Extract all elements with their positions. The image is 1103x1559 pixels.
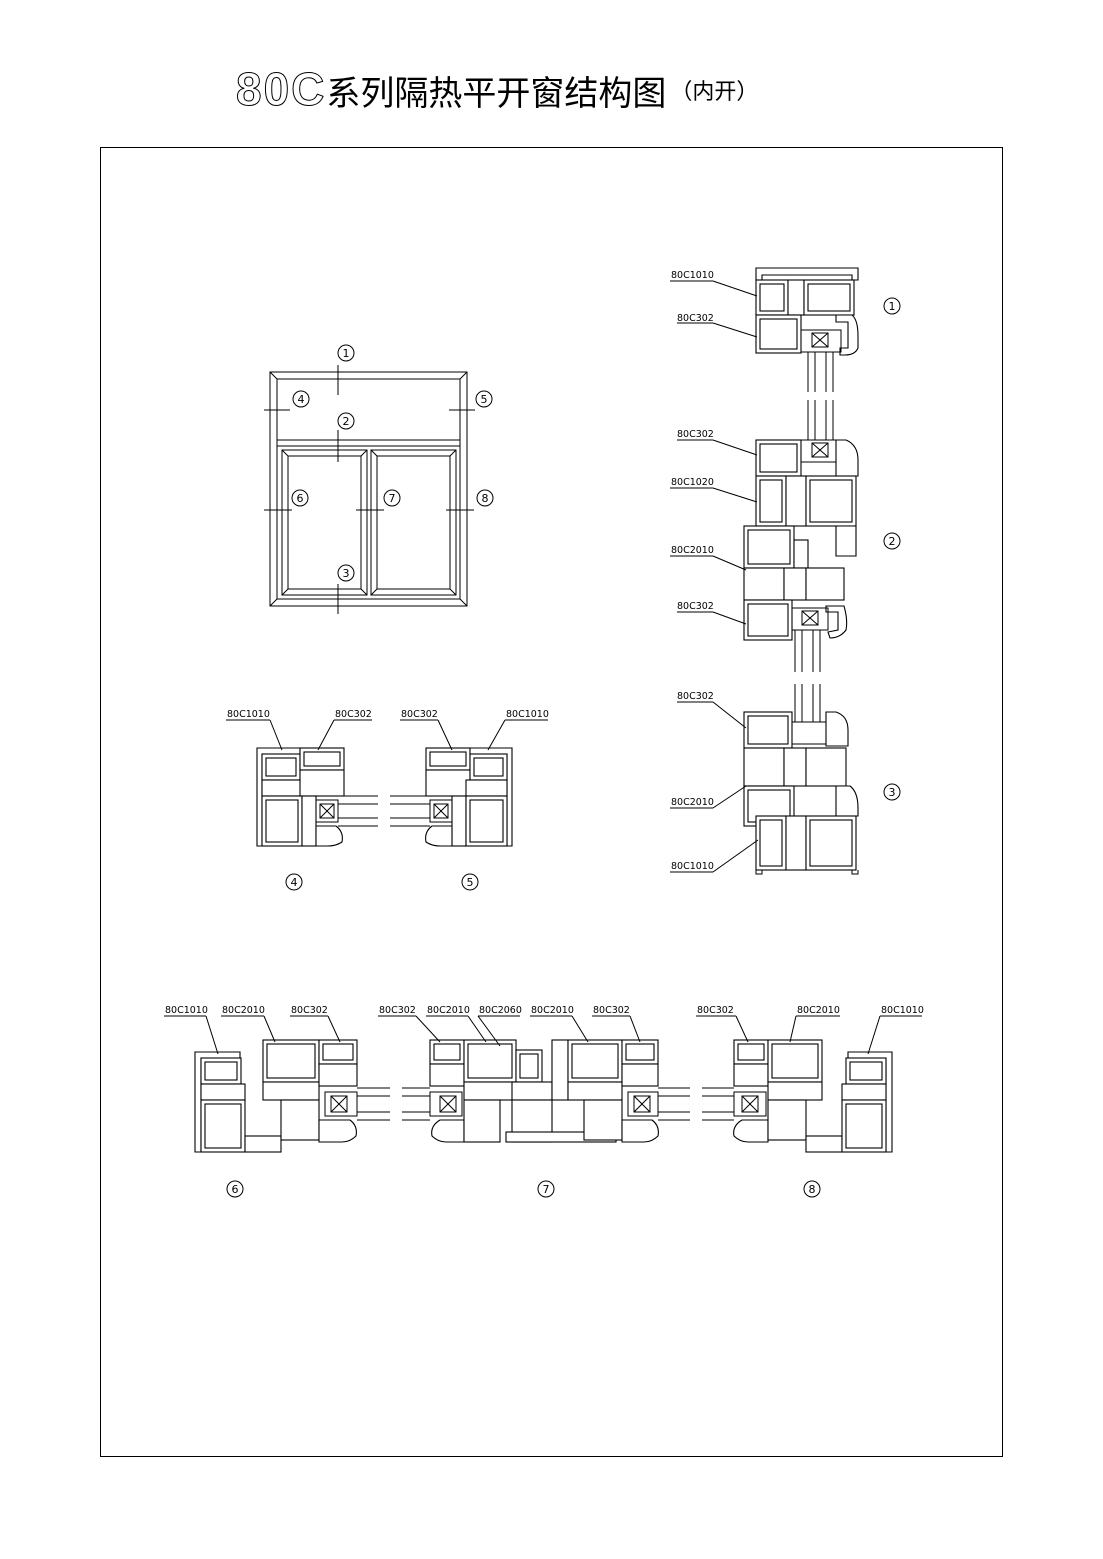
callout-number: 6 xyxy=(297,492,304,505)
part-label: 80C1010 xyxy=(671,270,714,281)
callout-number: 2 xyxy=(889,535,896,548)
part-label: 80C2010 xyxy=(427,1005,470,1016)
part-label: 80C1020 xyxy=(671,477,714,488)
leader-lines xyxy=(164,280,922,1055)
drawing-border-frame xyxy=(100,147,1003,1457)
callout-number: 7 xyxy=(543,1183,550,1196)
callout-number: 7 xyxy=(389,492,396,505)
section-4-left-jamb xyxy=(256,747,378,847)
callout-circle-1 xyxy=(883,297,901,315)
part-label: 80C302 xyxy=(677,691,714,702)
part-label: 80C2010 xyxy=(222,1005,265,1016)
callout-circle-8 xyxy=(476,489,494,507)
callout-circle-3 xyxy=(337,564,355,582)
callout-number: 4 xyxy=(298,393,305,406)
part-label: 80C2010 xyxy=(671,545,714,556)
callout-circle-8 xyxy=(803,1180,821,1198)
callout-circle-1 xyxy=(337,344,355,362)
callout-number: 5 xyxy=(467,876,474,889)
section-7-mullion xyxy=(402,1039,690,1143)
callout-number: 8 xyxy=(809,1183,816,1196)
title-main-text: 系列隔热平开窗结构图 xyxy=(326,74,667,114)
part-label: 80C2010 xyxy=(797,1005,840,1016)
callout-circle-6 xyxy=(291,489,309,507)
section-callouts: 1 4 5 2 6 7 8 3 1 2 3 4 5 6 7 8 xyxy=(226,297,901,1198)
callout-number: 8 xyxy=(482,492,489,505)
section-3-sill xyxy=(743,684,859,875)
part-labels: 80C1010 80C302 80C302 80C1020 80C2010 80… xyxy=(165,270,924,1016)
section-5-right-jamb xyxy=(390,747,513,847)
callout-circle-7 xyxy=(537,1180,555,1198)
callout-circle-2 xyxy=(337,412,355,430)
callout-number: 1 xyxy=(343,347,350,360)
part-label: 80C1010 xyxy=(881,1005,924,1016)
callout-circle-6 xyxy=(226,1180,244,1198)
part-label: 80C302 xyxy=(291,1005,328,1016)
part-label: 80C302 xyxy=(379,1005,416,1016)
callout-circle-3 xyxy=(883,783,901,801)
callout-circle-4 xyxy=(292,390,310,408)
drawing-title: 80C系列隔热平开窗结构图（内开） xyxy=(235,62,759,122)
part-label: 80C302 xyxy=(677,313,714,324)
part-label: 80C302 xyxy=(697,1005,734,1016)
callout-number: 2 xyxy=(343,415,350,428)
callout-circle-5 xyxy=(475,390,493,408)
callout-number: 3 xyxy=(889,786,896,799)
part-label: 80C2010 xyxy=(671,797,714,808)
part-label: 80C302 xyxy=(593,1005,630,1016)
callout-number: 6 xyxy=(232,1183,239,1196)
section-2-transom xyxy=(743,400,859,672)
part-label: 80C2060 xyxy=(479,1005,522,1016)
part-label: 80C1010 xyxy=(227,709,270,720)
part-label: 80C302 xyxy=(401,709,438,720)
callout-circle-4 xyxy=(285,873,303,891)
section-8-right-jamb-sash xyxy=(702,1039,893,1153)
part-label: 80C302 xyxy=(677,429,714,440)
part-label: 80C2010 xyxy=(531,1005,574,1016)
window-elevation xyxy=(264,365,475,614)
part-label: 80C302 xyxy=(677,601,714,612)
part-label: 80C1010 xyxy=(165,1005,208,1016)
part-label: 80C302 xyxy=(335,709,372,720)
section-6-left-jamb-sash xyxy=(194,1039,390,1153)
part-label: 80C1010 xyxy=(506,709,549,720)
callout-number: 5 xyxy=(481,393,488,406)
title-series-code: 80C xyxy=(235,63,327,116)
callout-circle-7 xyxy=(383,489,401,507)
callout-number: 3 xyxy=(343,567,350,580)
title-open-type: （内开） xyxy=(670,80,759,105)
callout-circle-5 xyxy=(461,873,479,891)
section-1-head xyxy=(755,267,859,392)
callout-circle-2 xyxy=(883,532,901,550)
callout-number: 1 xyxy=(889,300,896,313)
callout-number: 4 xyxy=(291,876,298,889)
part-label: 80C1010 xyxy=(671,861,714,872)
